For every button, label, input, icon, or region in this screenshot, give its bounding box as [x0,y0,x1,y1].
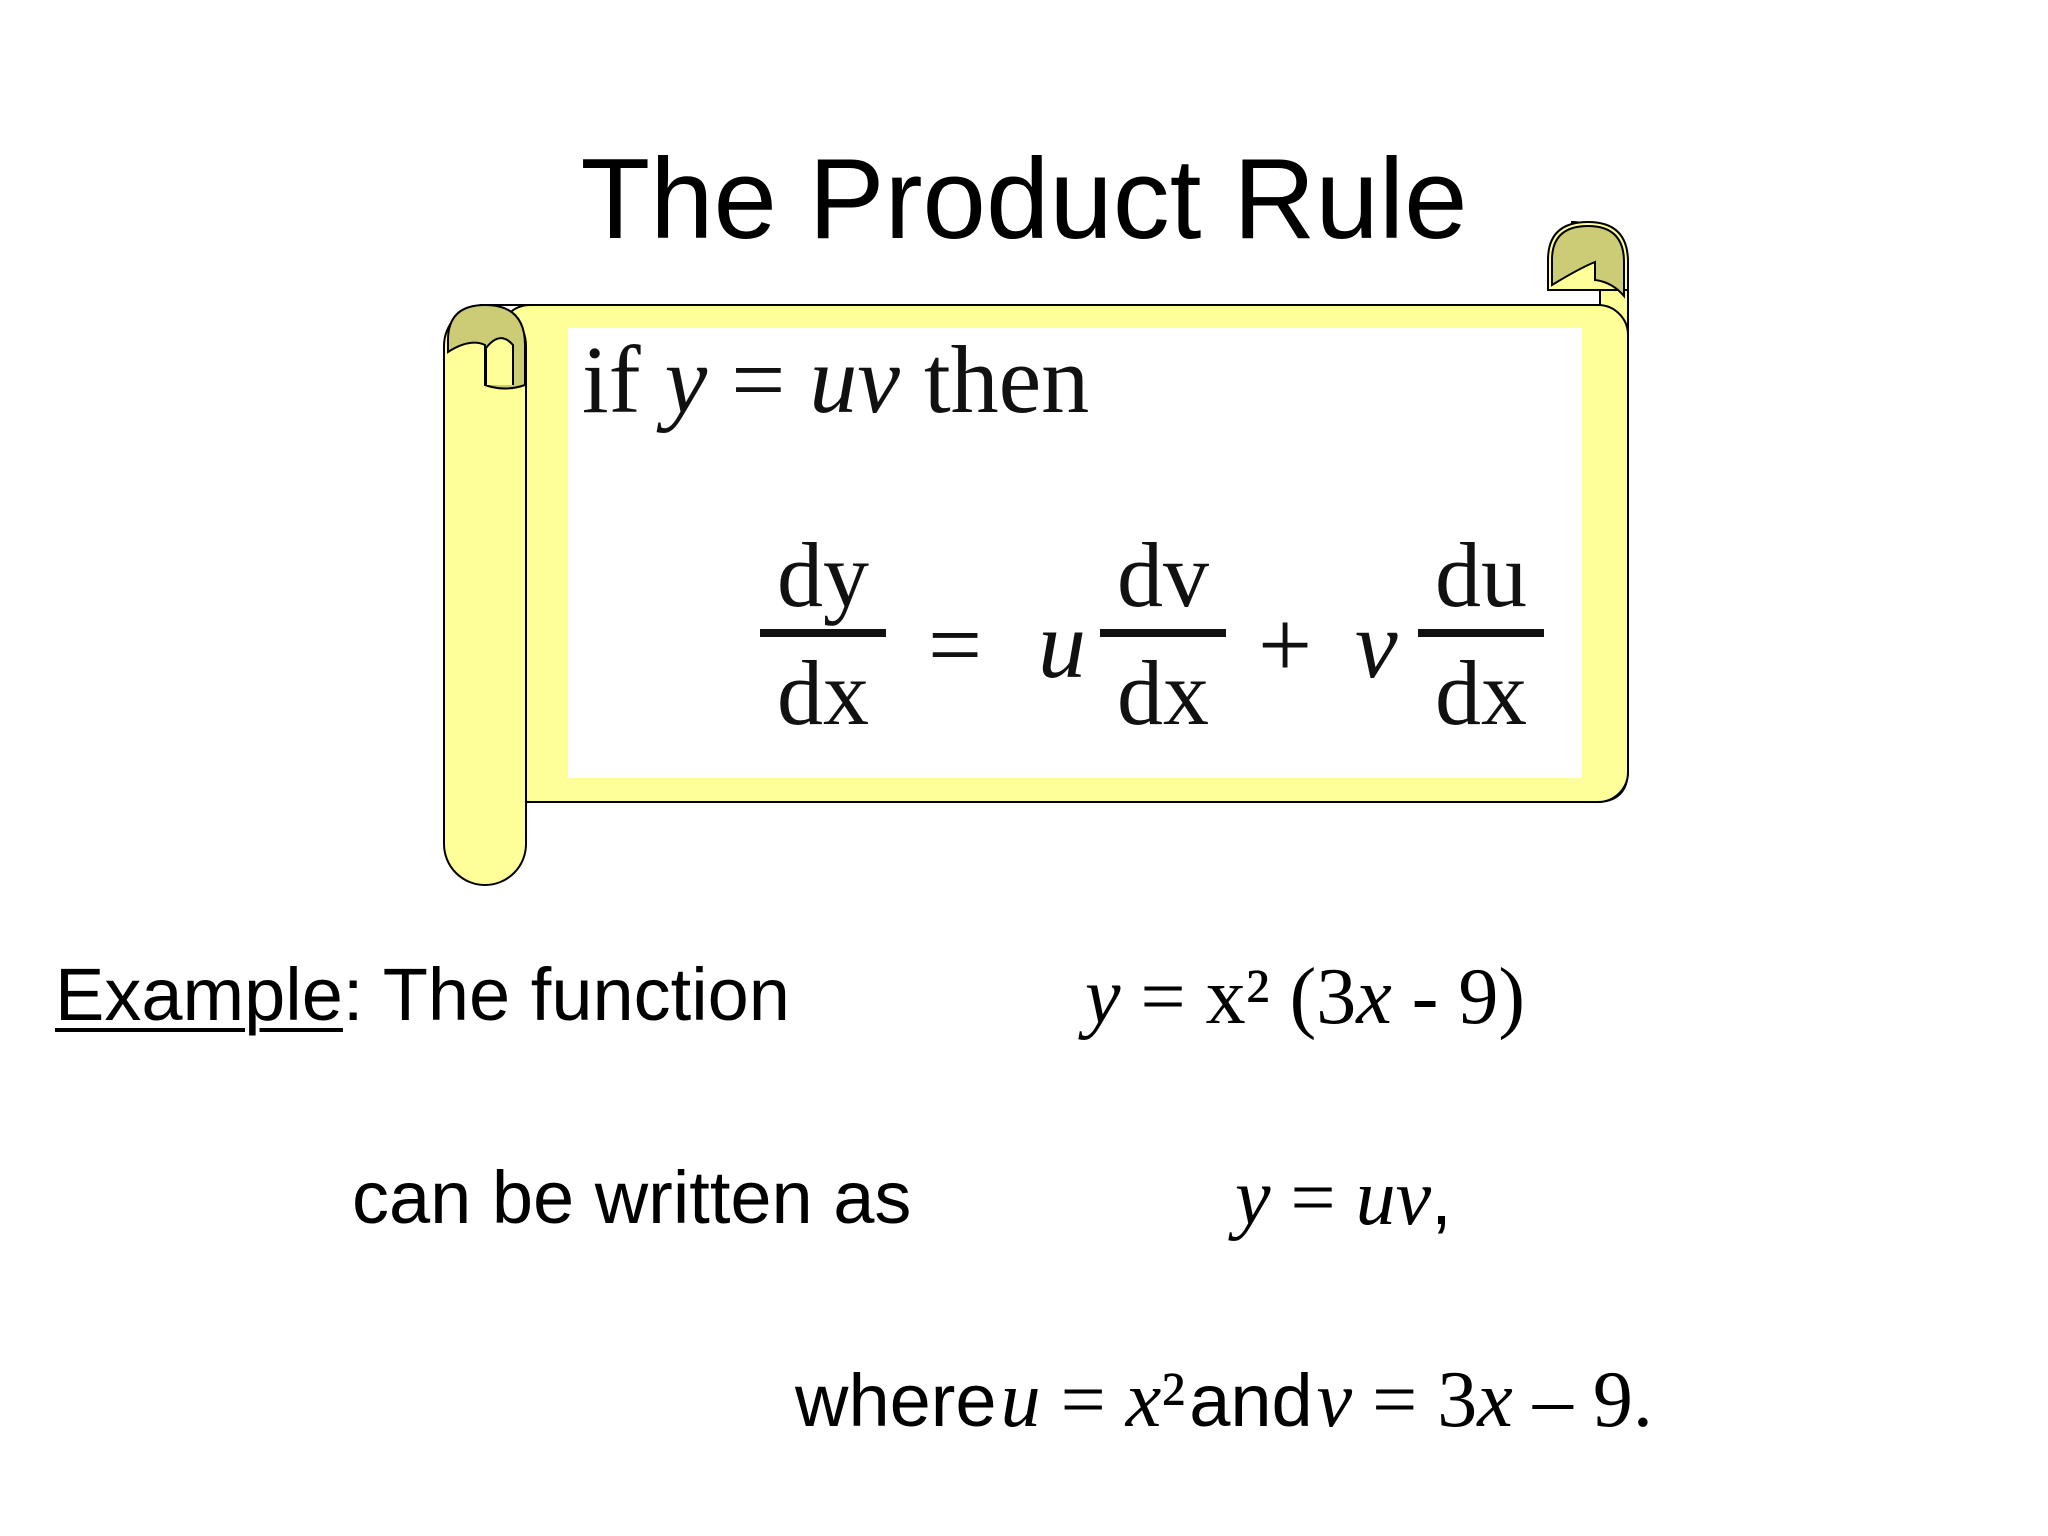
uv-symbol: uv [1355,1154,1432,1242]
u-equals: = [1040,1356,1126,1444]
function-y: y [1085,953,1121,1041]
denominator-dx: dx [1435,642,1527,744]
y-equals-uv: y = uv, [1235,1153,1452,1244]
example-intro: Example: The function [55,950,790,1040]
numerator-du: du [1435,524,1527,626]
fraction-dv-dx: dv dx [1100,525,1226,743]
function-x: x [1356,953,1392,1041]
v-end: – 9. [1512,1356,1653,1444]
fraction-bar [1100,629,1226,637]
formula-v: v [1355,591,1398,698]
rule-if: if [582,326,641,433]
formula-u: u [1038,591,1086,698]
equals-symbol: = [1270,1154,1356,1242]
v-x: x [1477,1356,1513,1444]
denominator-dx: dx [777,642,869,744]
fraction-bar [760,629,886,637]
slide-title: The Product Rule [580,136,1468,263]
function-end: - 9) [1391,953,1526,1041]
v-equals: = 3 [1352,1356,1478,1444]
scroll-left-roll [443,304,527,886]
example-function: y = x² (3x - 9) [1085,952,1525,1042]
u-square: ² [1161,1356,1186,1444]
scroll-top-right-curl [1551,224,1625,299]
where-line: where u = x² and v = 3x – 9. [795,1355,1653,1446]
example-label: Example [55,953,343,1036]
numerator-dv: dv [1117,524,1209,626]
u-value: x [1125,1356,1162,1444]
y-symbol: y [1235,1154,1271,1242]
fraction-dy-dx: dy dx [760,525,886,743]
rule-then: then [924,326,1090,433]
scroll-panel [568,328,1582,778]
example-colon-text: : The function [342,953,790,1036]
rule-condition: if y = uv then [582,325,1089,435]
rule-y: y [664,326,708,433]
formula-plus: + [1258,591,1313,698]
and-word: and [1189,1359,1313,1442]
rule-uv: uv [809,326,900,433]
function-middle: = x² (3 [1120,953,1357,1041]
comma: , [1431,1157,1452,1240]
rule-equals: = [731,326,786,433]
numerator-dy: dy [777,524,869,626]
where-word: where [795,1359,997,1442]
u-symbol: u [1000,1356,1041,1444]
written-as-text: can be written as [352,1156,912,1239]
v-symbol: v [1316,1356,1353,1444]
fraction-du-dx: du dx [1418,525,1544,743]
formula-equals: = [928,591,983,698]
fraction-bar [1418,629,1544,637]
denominator-dx: dx [1117,642,1209,744]
